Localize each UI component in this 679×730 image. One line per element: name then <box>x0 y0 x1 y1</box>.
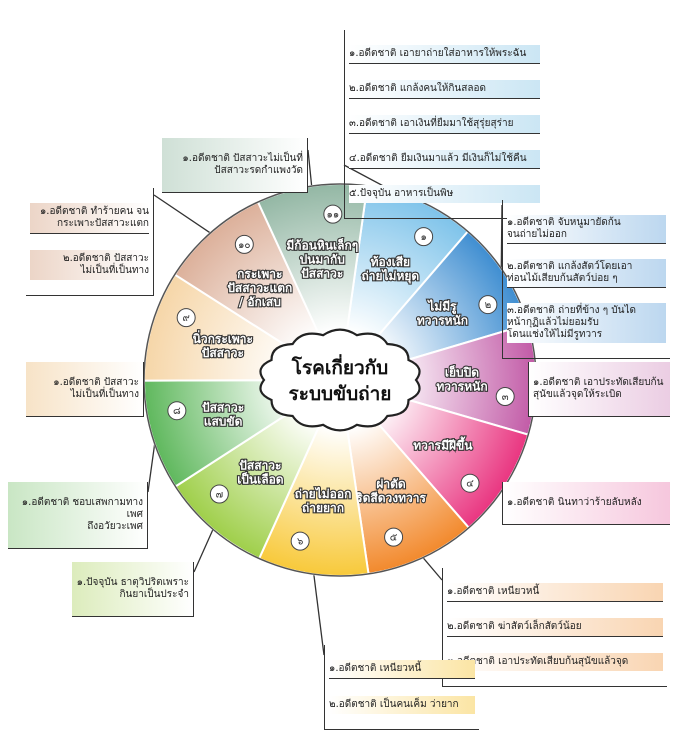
segment-number: ๒ <box>485 300 492 311</box>
segment-number: ๕ <box>390 533 398 544</box>
note-item: ๒.อดีตชาติ เป็นคนเค็ม ว่ายาก <box>329 696 475 714</box>
note-item: ๑.อดีตชาติ เอายาถ่ายใส่อาหารให้พระฉัน <box>349 45 540 64</box>
segment-label: นิ่วกระเพาะปัสสาวะ <box>193 330 253 360</box>
note-group-9: ๑.อดีตชาติ ปัสสาวะ ไม่เป็นที่เป็นทาง <box>26 362 144 417</box>
note-group-10: ๑.อดีตชาติ ทำร้ายคน จน กระเพาะปัสสาวะแตก… <box>26 188 154 296</box>
note-item: ๑.อดีตชาติ นินทาว่าร้ายลับหลัง <box>507 497 666 509</box>
connector-line <box>154 195 214 235</box>
note-item: ๑.อดีตชาติ เอาประทัดเสียบก้น สุนัขแล้วจุ… <box>533 377 666 401</box>
segment-number: ๑ <box>420 232 426 243</box>
segment-number: ๖ <box>297 537 303 548</box>
connector-line <box>194 526 215 572</box>
note-group-1: ๑.อดีตชาติ เอายาถ่ายใส่อาหารให้พระฉัน ๒.… <box>344 30 544 219</box>
note-item: ๒.อดีตชาติ แกล้งคนให้กินสลอด <box>349 80 540 99</box>
note-item: ๓.อดีตชาติ เอาเงินที่ยืมมาใช้สุรุ่ยสุร่า… <box>349 115 540 134</box>
segment-number: ๗ <box>216 490 224 501</box>
segment-number: ๙ <box>183 313 190 324</box>
note-item: ๒.อดีตชาติ ฆ่าสัตว์เล็กสัตว์น้อย <box>447 618 663 637</box>
note-item: ๒.อดีตชาติ ปัสสาวะ ไม่เป็นที่เป็นทาง <box>30 250 149 280</box>
connector-line <box>313 570 324 655</box>
note-item: ๒.อดีตชาติ แกล้งสัตว์โดยเอา ท่อนไม้เสียบ… <box>507 259 666 288</box>
note-item: ๓.อดีตชาติ ถ่ายที่ข้าง ๆ บันได หน้ากุฏิแ… <box>507 303 666 343</box>
segment-number: ๘ <box>173 406 181 417</box>
note-item: ๑.อดีตชาติ ทำร้ายคน จน กระเพาะปัสสาวะแตก <box>30 203 149 234</box>
segment-number: ๔ <box>466 479 474 490</box>
center-title-line2: ระบบขับถ่าย <box>289 383 392 405</box>
note-group-7: ๑.ปัจจุบัน ธาตุวิปริตเพราะ กินยาเป็นประจ… <box>72 562 194 617</box>
note-group-11: ๑.อดีตชาติ ปัสสาวะไม่เป็นที่ ปัสสาวะรดกำ… <box>162 138 308 193</box>
segment-number: ๑๑ <box>326 210 339 221</box>
segment-label: ทวารมีฝี​ขึ้น <box>413 436 473 453</box>
segment-number: ๑๐ <box>238 240 250 251</box>
note-item: ๑.ปัจจุบัน ธาตุวิปริตเพราะ กินยาเป็นประจ… <box>76 577 189 601</box>
segment-label: ปัสสาวะแสบขัด <box>202 401 244 429</box>
note-item: ๔.อดีตชาติ ยืมเงินมาแล้ว มีเงินก็ไม่ใช้ค… <box>349 150 540 169</box>
note-item: ๑.อดีตชาติ ปัสสาวะไม่เป็นที่ ปัสสาวะรดกำ… <box>166 153 303 177</box>
connector-line <box>308 150 312 190</box>
note-group-2: ๑.อดีตชาติ จับหนูมายัดก้น จนถ่ายไม่ออก ๒… <box>502 200 670 359</box>
note-item: ๑.อดีตชาติ ปัสสาวะ ไม่เป็นที่เป็นทาง <box>30 377 139 401</box>
note-group-6: ๑.อดีตชาติ เหนียวหนี้ ๒.อดีตชาติ เป็นคนเ… <box>324 645 479 730</box>
note-group-3: ๑.อดีตชาติ เอาประทัดเสียบก้น สุนัขแล้วจุ… <box>528 362 670 417</box>
note-item: ๑.อดีตชาติ ชอบเสพกามทางเพศ ถึงอวัยวะเพศ <box>12 497 143 533</box>
note-item: ๑.อดีตชาติ จับหนูมายัดก้น จนถ่ายไม่ออก <box>507 215 666 244</box>
note-item: ๑.อดีตชาติ เหนียวหนี้ <box>447 583 663 602</box>
note-item: ๓.อดีตชาติ เอาประทัดเสียบก้นสุนัขแล้วจุด <box>447 653 663 671</box>
center-cloud-shape <box>260 330 419 431</box>
center-title-line1: โรคเกี่ยวกับ <box>291 354 388 379</box>
segment-number: ๓ <box>502 392 509 403</box>
note-group-4: ๑.อดีตชาติ นินทาว่าร้ายลับหลัง <box>502 482 670 525</box>
segment-label: ถ่ายไม่ออกถ่ายยาก <box>295 486 352 515</box>
note-group-8: ๑.อดีตชาติ ชอบเสพกามทางเพศ ถึงอวัยวะเพศ <box>8 482 148 549</box>
segment-label: ปัสสาวะเป็นเลือด <box>237 458 284 486</box>
note-item: ๑.อดีตชาติ เหนียวหนี้ <box>329 660 475 679</box>
